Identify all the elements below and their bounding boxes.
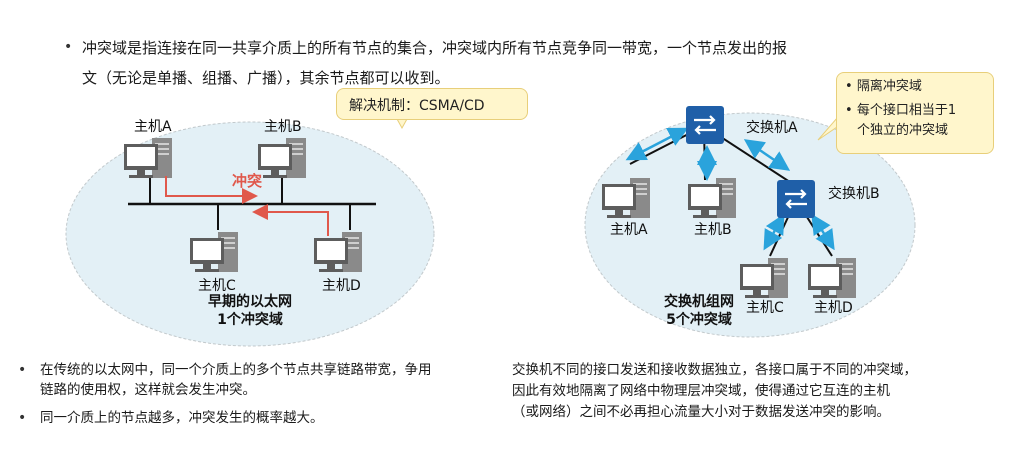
link-arrow-swa-hosta <box>625 127 689 161</box>
right-caption-line-2: 5个冲突域 <box>666 311 732 328</box>
bullet-dot: • <box>18 410 27 426</box>
link-arrow-swb-hostc <box>763 213 785 251</box>
switch-a-label: 交换机A <box>746 119 798 136</box>
left-callout: 解决机制：CSMA/CD <box>336 88 528 120</box>
switch-b-label: 交换机B <box>828 185 880 202</box>
left-host-d-label: 主机D <box>322 278 361 294</box>
left-host-c-label: 主机C <box>198 278 236 294</box>
left-caption-line-1: 早期的以太网 <box>208 293 292 310</box>
left-host-b-label: 主机B <box>264 119 302 135</box>
bullet-dot: • <box>18 362 27 378</box>
left-host-a-label: 主机A <box>134 119 172 135</box>
link-arrow-swa-swb <box>743 139 791 171</box>
bullet-dot: • <box>64 39 73 55</box>
right-caption-line-1: 交换机组网 <box>664 293 734 310</box>
right-callout-item-3: 个独立的冲突域 <box>857 123 949 138</box>
bottom-left-point-2: 同一介质上的节点越多，冲突发生的概率越大。 <box>40 410 324 426</box>
right-callout-item-2: • 每个接口相当于1 <box>845 103 957 118</box>
switch-a-icon <box>684 104 726 146</box>
left-caption-line-2: 1个冲突域 <box>217 311 283 328</box>
collision-arrow-right <box>165 176 258 204</box>
intro-line-2: 文（无论是单播、组播、广播），其余节点都可以收到。 <box>82 69 450 87</box>
collision-label: 冲突 <box>232 172 262 190</box>
right-host-c-label: 主机C <box>746 300 784 316</box>
left-callout-text: 解决机制：CSMA/CD <box>349 98 485 114</box>
right-callout-item-1: • 隔离冲突域 <box>845 79 922 94</box>
collision-arrow-left <box>252 204 329 236</box>
right-callout: • 隔离冲突域 • 每个接口相当于1 个独立的冲突域 <box>836 72 994 154</box>
switch-b-icon <box>775 178 817 220</box>
left-collision-domain-ellipse <box>65 121 435 347</box>
bottom-right-paragraph: 交换机不同的接口发送和接收数据独立，各接口属于不同的冲突域， 因此有效地隔离了网… <box>512 362 917 420</box>
bottom-left-point-1: 在传统的以太网中，同一个介质上的多个节点共享链路带宽，争用 链路的使用权，这样就… <box>40 362 432 398</box>
intro-line-1: 冲突域是指连接在同一共享介质上的所有节点的集合，冲突域内所有节点竞争同一带宽，一… <box>82 39 788 57</box>
right-host-d-label: 主机D <box>814 300 853 316</box>
right-host-a-label: 主机A <box>610 222 648 238</box>
link-arrow-swb-hostd <box>811 213 835 251</box>
right-host-b-label: 主机B <box>694 222 732 238</box>
